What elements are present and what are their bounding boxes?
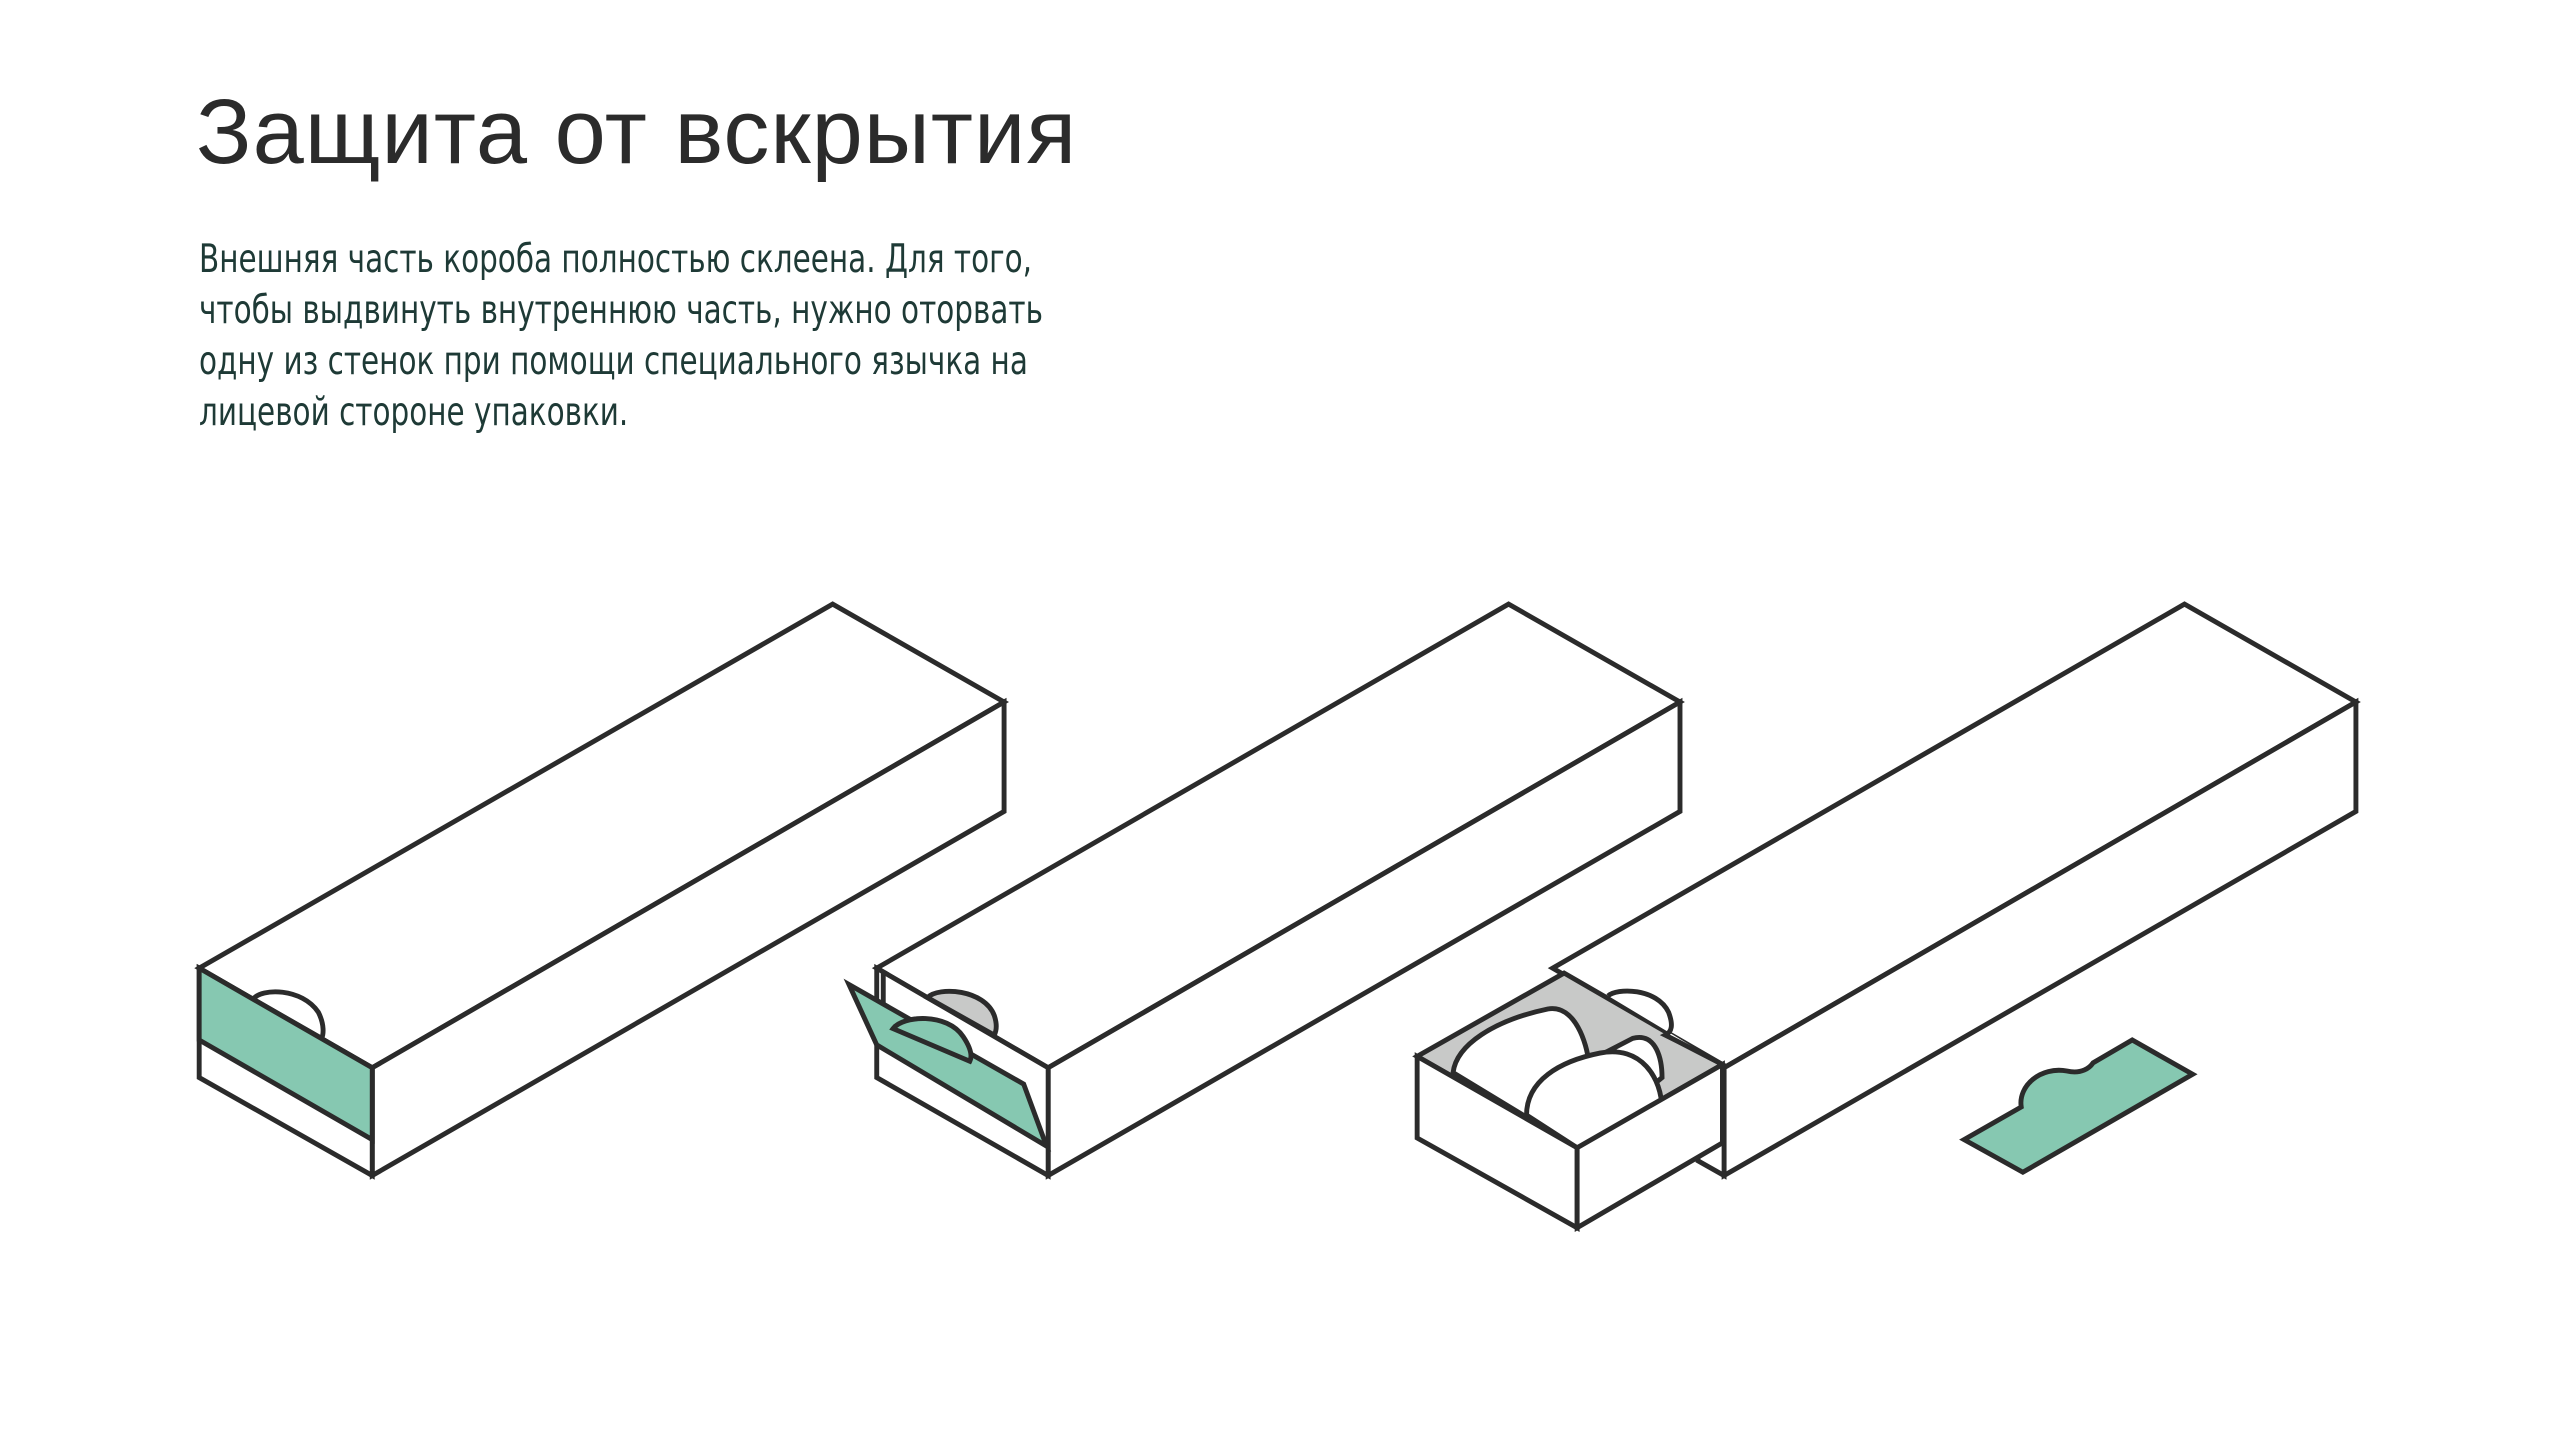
description-line: Внешняя часть короба полностью склеена. … — [199, 237, 1032, 282]
box-opening — [843, 601, 1685, 1180]
tear-tab — [889, 1016, 974, 1065]
box-opened — [1412, 601, 2361, 1233]
description-line: чтобы выдвинуть внутреннюю часть, нужно … — [199, 288, 1043, 333]
page-title: Защита от вскрытия — [196, 81, 1078, 183]
description-line: лицевой стороне упаковки. — [199, 390, 629, 435]
description-line: одну из стенок при помощи специального я… — [199, 339, 1028, 384]
description: Внешняя часть короба полностью склеена. … — [199, 234, 1299, 438]
torn-strip — [1959, 1037, 2198, 1176]
inner-drawer — [1412, 970, 1728, 1233]
box-closed — [194, 601, 1009, 1180]
tear-strip — [196, 963, 375, 1144]
